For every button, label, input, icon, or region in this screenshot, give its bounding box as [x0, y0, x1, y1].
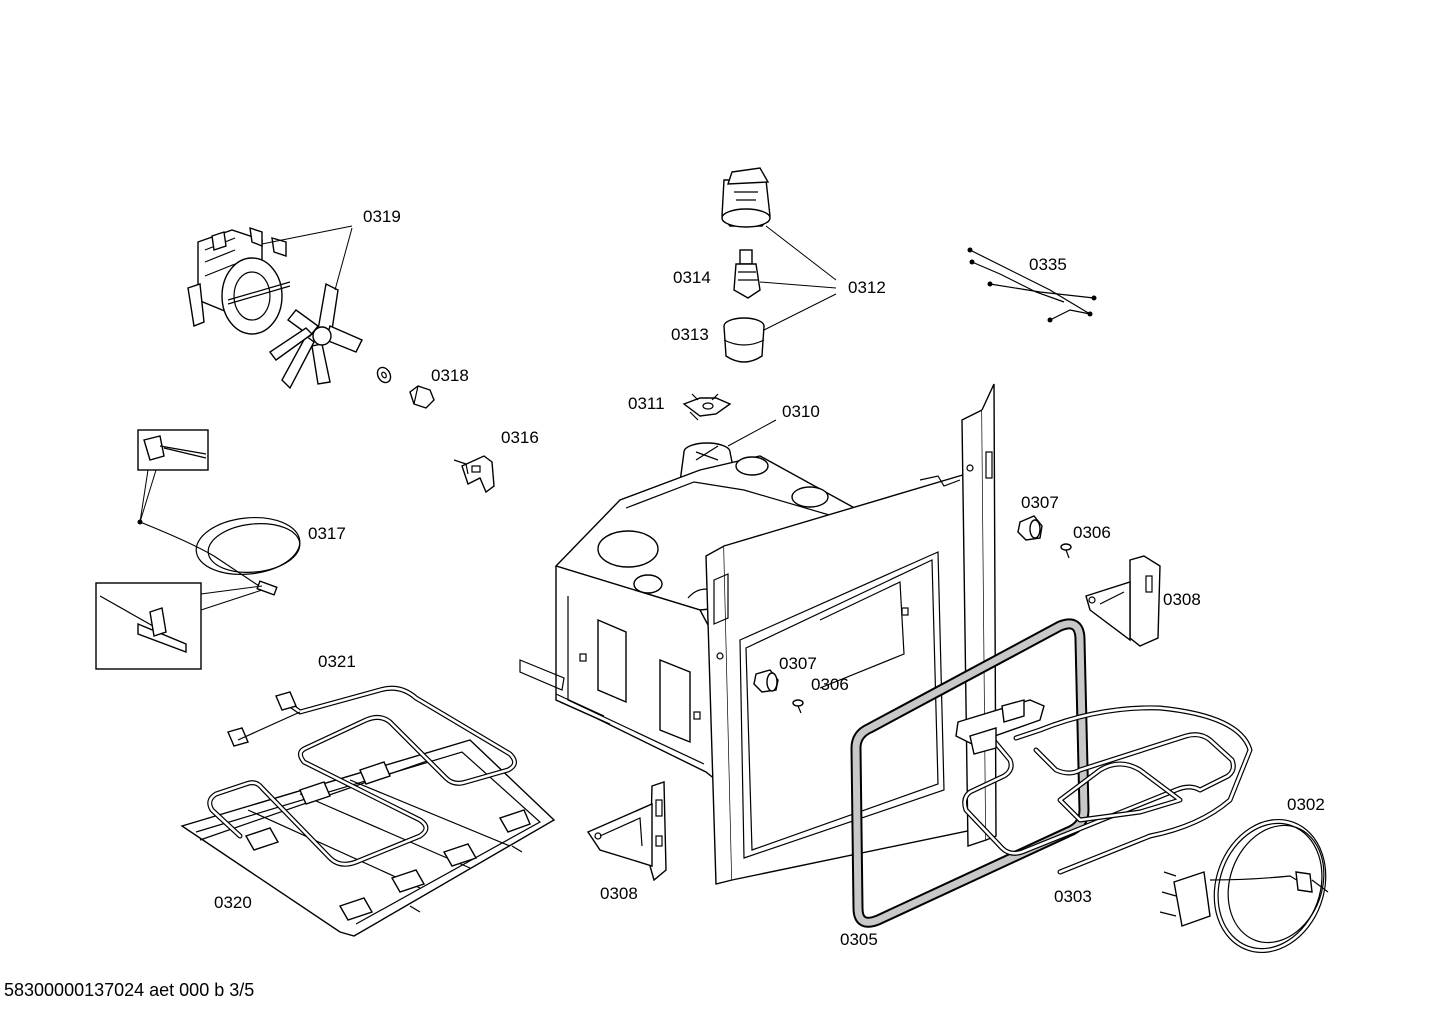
label-0318: 0318 [431, 366, 469, 385]
label-0311: 0311 [628, 394, 665, 413]
label-0305: 0305 [840, 930, 878, 949]
small-bracket-part[interactable] [453, 455, 495, 494]
lamp-lens-part-center[interactable] [753, 669, 779, 693]
label-0307-right: 0307 [1021, 493, 1059, 512]
label-0317: 0317 [308, 524, 346, 543]
screw-part-center[interactable] [792, 699, 804, 714]
label-0307-center: 0307 [779, 654, 817, 673]
ring-heating-element-part[interactable] [1159, 806, 1341, 966]
lamp-clip-part[interactable] [682, 393, 732, 421]
washer-part[interactable] [375, 365, 393, 385]
lamp-bulb-part[interactable] [733, 249, 761, 299]
wiring-harness-part[interactable] [967, 247, 1097, 323]
fan-blade-part[interactable] [268, 282, 363, 390]
label-0302: 0302 [1287, 795, 1325, 814]
label-0308-center: 0308 [600, 884, 638, 903]
label-0335: 0335 [1029, 255, 1067, 274]
lamp-cover-part[interactable] [723, 317, 765, 363]
top-grill-element-part[interactable] [955, 699, 1253, 875]
bottom-plate-part[interactable] [180, 739, 556, 937]
fan-motor-part[interactable] [187, 226, 291, 335]
label-0314: 0314 [673, 268, 711, 287]
bottom-heating-element-part[interactable] [207, 685, 517, 867]
mounting-bracket-part-right[interactable] [1085, 555, 1161, 647]
label-0321: 0321 [318, 652, 356, 671]
label-0308-right: 0308 [1163, 590, 1201, 609]
nut-part[interactable] [409, 385, 435, 409]
oven-cavity-part[interactable] [519, 383, 997, 885]
label-0319: 0319 [363, 207, 401, 226]
label-0303: 0303 [1054, 887, 1092, 906]
screw-part-right[interactable] [1060, 543, 1072, 559]
label-0306-right: 0306 [1073, 523, 1111, 542]
label-0313: 0313 [671, 325, 709, 344]
temperature-sensor-part[interactable] [95, 429, 303, 670]
label-0316: 0316 [501, 428, 539, 447]
mounting-bracket-part-center[interactable] [586, 781, 667, 882]
lamp-lens-part-right[interactable] [1017, 515, 1043, 541]
label-0320: 0320 [214, 893, 252, 912]
label-0306-center: 0306 [811, 675, 849, 694]
lamp-holder-part[interactable] [721, 167, 771, 228]
label-0310: 0310 [782, 402, 820, 421]
label-0312: 0312 [848, 278, 886, 297]
document-footer-code: 58300000137024 aet 000 b 3/5 [4, 980, 255, 1000]
